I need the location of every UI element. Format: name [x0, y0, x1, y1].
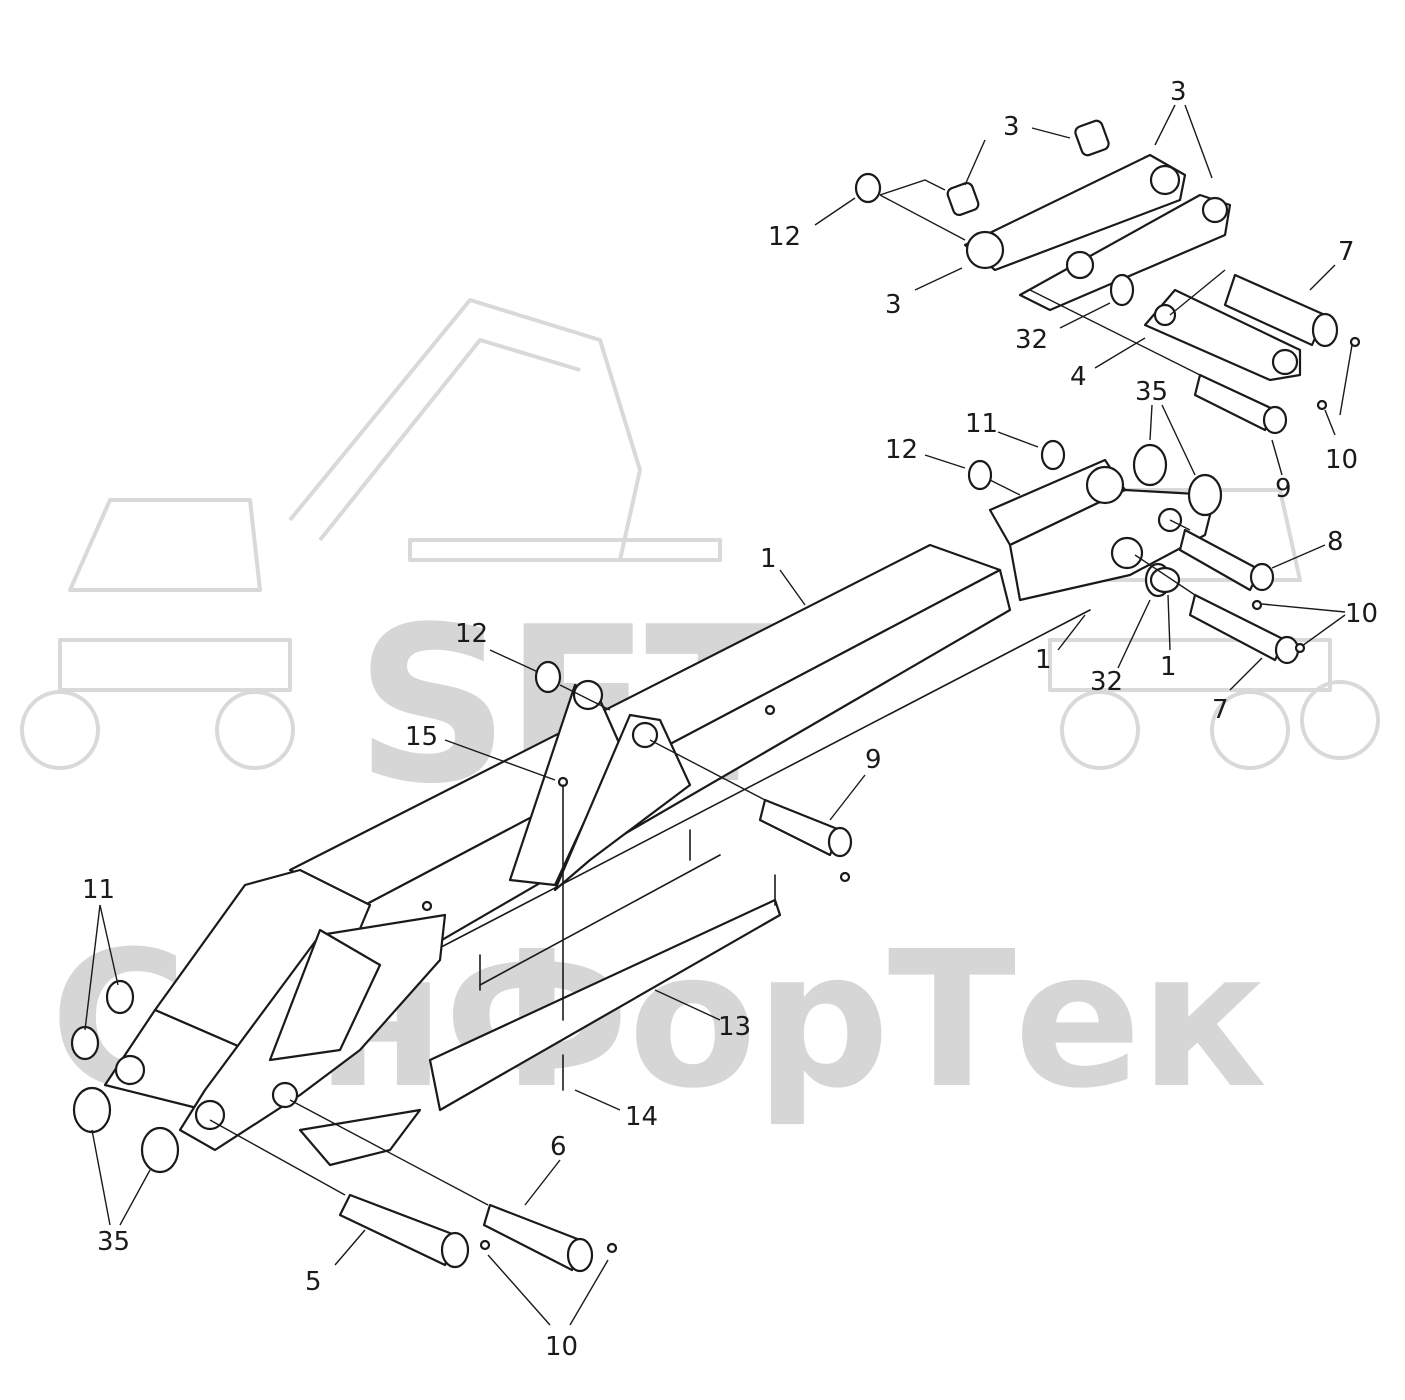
callout-label: 35 — [97, 1227, 130, 1257]
callout-label: 7 — [1338, 237, 1355, 267]
callout-label: 1 — [1160, 652, 1177, 682]
callout-label: 13 — [718, 1012, 751, 1042]
callout-label: 3 — [1003, 112, 1020, 142]
callout-label: 9 — [1275, 474, 1292, 504]
callout-label: 3 — [1170, 77, 1187, 107]
callout-label: 32 — [1015, 325, 1048, 355]
callout-label: 8 — [1327, 527, 1344, 557]
callout-label: 10 — [545, 1332, 578, 1362]
callouts: 1 1 1 3 3 3 3 4 5 6 7 7 8 9 9 10 10 10 1… — [82, 77, 1378, 1362]
callout-label: 11 — [965, 409, 998, 439]
callout-label: 12 — [455, 619, 488, 649]
callout-label: 1 — [1035, 645, 1052, 675]
callout-label: 4 — [1070, 362, 1087, 392]
callout-label: 11 — [82, 875, 115, 905]
callout-label: 12 — [885, 435, 918, 465]
callout-label: 12 — [768, 222, 801, 252]
callout-label: 9 — [865, 745, 882, 775]
leader-lines — [84, 104, 1353, 1326]
callout-label: 32 — [1090, 667, 1123, 697]
callout-label: 5 — [305, 1267, 322, 1297]
callout-label: 1 — [760, 544, 777, 574]
callout-label: 35 — [1135, 377, 1168, 407]
callout-label: 3 — [885, 290, 902, 320]
top-link-assembly — [963, 153, 1302, 382]
callout-label: 7 — [1212, 695, 1229, 725]
callout-label: 15 — [405, 722, 438, 752]
callout-label: 14 — [625, 1102, 658, 1132]
callout-label: 6 — [550, 1132, 567, 1162]
watermark-machine-drawing — [20, 298, 1380, 770]
callout-label: 10 — [1325, 445, 1358, 475]
pins-and-bushings — [70, 119, 1361, 1273]
callout-label: 10 — [1345, 599, 1378, 629]
explosion-lines — [209, 179, 1226, 1206]
